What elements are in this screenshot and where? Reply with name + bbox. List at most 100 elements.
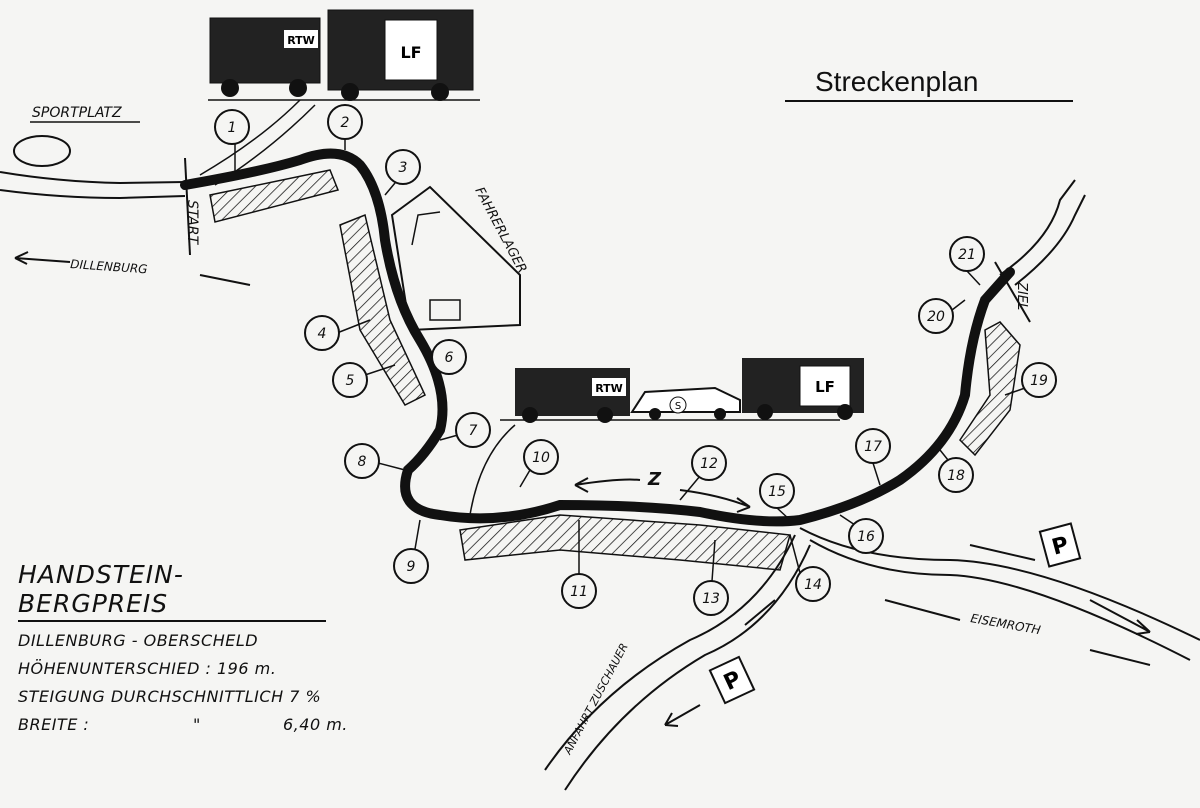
marker-label: 14 [804,577,822,593]
fire-truck-lf-top: LF [327,9,474,101]
marker-3: 3 [385,149,421,185]
marker-circle [759,473,795,509]
marker-label: 20 [927,309,945,325]
marker-circle [938,457,974,493]
arrow-eisemroth [884,544,1151,666]
map-title: Streckenplan [815,66,979,97]
label-ziel: ZIEL [1014,281,1029,310]
marker-21: 21 [949,236,985,272]
marker-9: 9 [393,548,429,584]
marker-circle [523,439,559,475]
marker-circle [918,298,954,334]
marker-7: 7 [455,412,491,448]
parking-area [208,99,840,516]
marker-circle [385,149,421,185]
spectator-area [959,321,1021,457]
road-dillenburg [0,171,186,185]
svg-text:RTW: RTW [595,382,623,395]
road-ziel [999,179,1086,286]
start-line [184,157,191,256]
marker-label: 2 [341,115,350,131]
race-course [180,148,1015,527]
svg-text:P: P [1049,532,1071,560]
label-anfahrt-zuschauer: ANFAHRT ZUSCHAUER [561,641,631,757]
marker-8: 8 [344,443,380,479]
marker-circle [431,339,467,375]
fahrerlager-area [390,185,521,332]
svg-text:RTW: RTW [287,34,315,47]
marker-19: 19 [1021,362,1057,398]
width-ditto: " [193,715,201,734]
ambulance-rtw-mid: RTW [515,368,630,423]
marker-label: 11 [570,584,588,600]
title-underline [785,100,1073,102]
svg-text:S: S [675,401,681,412]
marker-11: 11 [561,573,597,609]
marker-18: 18 [938,457,974,493]
marker-circle [455,412,491,448]
road-dillenburg-edge [0,189,186,200]
marker-circle [949,236,985,272]
marker-13: 13 [693,580,729,616]
marker-17: 17 [855,428,891,464]
arrow-dillenburg [14,251,251,286]
parking-sign: P [1038,522,1082,568]
marker-6: 6 [431,339,467,375]
marker-label: 10 [532,450,550,466]
marker-circle [693,580,729,616]
marker-label: 19 [1030,373,1048,389]
marker-circle [393,548,429,584]
marker-5: 5 [332,362,368,398]
spectator-area [459,514,791,571]
marker-circle [795,566,831,602]
marker-label: 15 [768,484,786,500]
marker-label: 7 [469,423,478,439]
marker-circle [855,428,891,464]
marker-label: 6 [445,350,454,366]
marker-2: 2 [327,104,363,140]
marker-label: 3 [399,160,408,176]
marker-label: 21 [958,247,976,263]
marker-4: 4 [304,315,340,351]
marker-circle [304,315,340,351]
marker-label: 8 [358,454,367,470]
label-eisemroth: EISEMROTH [969,611,1041,637]
fahrerlager-building [429,299,461,321]
marker-label: 5 [346,373,355,389]
fire-truck-lf-mid: LF [742,358,864,420]
label-z-arrow: Z [647,469,662,490]
arrow-z [574,477,751,513]
police-car: S [630,386,741,420]
marker-label: 4 [318,326,327,342]
parking-sign: P [708,655,756,705]
svg-text:LF: LF [400,43,421,62]
marker-label: 17 [864,439,882,455]
marker-14: 14 [795,566,831,602]
finish-line [994,261,1031,323]
legend: HANDSTEIN-BERGPREIS DILLENBURG - OBERSCH… [18,560,348,734]
legend-route: DILLENBURG - OBERSCHELD [18,631,259,650]
sportplatz-field [13,135,71,167]
marker-label: 18 [947,468,965,484]
legend-title: HANDSTEIN-BERGPREIS [18,560,326,622]
marker-circle [327,104,363,140]
fahrerlager-line [411,211,441,246]
marker-circle [1021,362,1057,398]
marker-label: 13 [702,591,720,607]
ambulance-rtw-top: RTW [209,17,321,97]
arrow-anfahrt [664,599,776,727]
marker-label: 12 [700,456,718,472]
marker-label: 1 [228,120,237,136]
marker-circle [691,445,727,481]
width-value: 6,40 m. [283,715,348,734]
label-dillenburg: DILLENBURG [70,257,148,276]
marker-circle [561,573,597,609]
marker-label: 9 [407,559,416,575]
marker-15: 15 [759,473,795,509]
road-anfahrt [544,534,811,791]
label-fahrerlager: FAHRERLAGER [471,185,529,276]
road-eisemroth [799,527,1200,661]
